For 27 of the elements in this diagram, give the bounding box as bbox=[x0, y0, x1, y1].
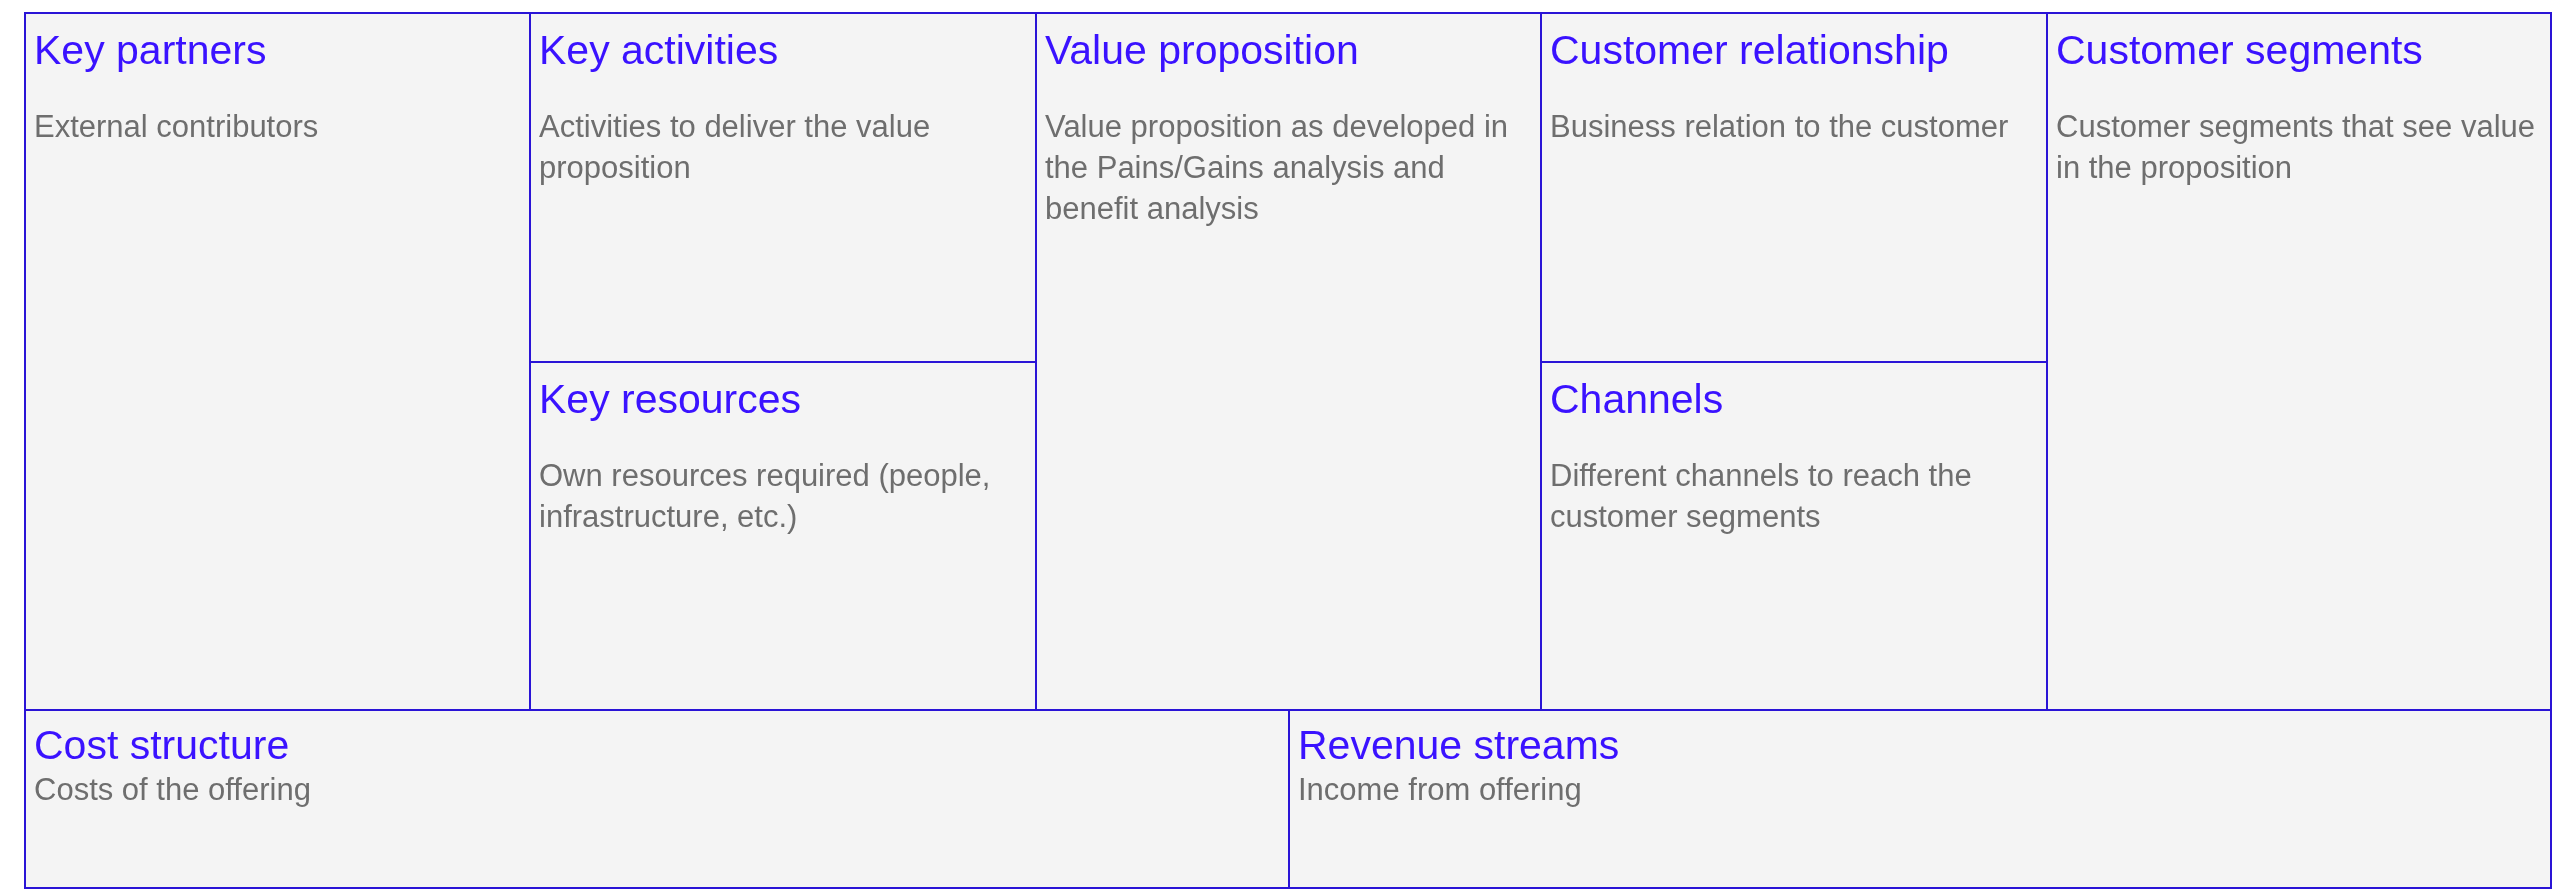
panel-title: Customer segments bbox=[2056, 26, 2423, 74]
panel-description: Value proposition as developed in the Pains/Gains analysis and benefit analysis bbox=[1045, 108, 1510, 228]
canvas-panel bbox=[1288, 709, 2552, 889]
panel-description: Own resources required (people, infrastructure, etc.) bbox=[539, 457, 992, 536]
panel-title: Value proposition bbox=[1045, 26, 1359, 74]
panel-title: Key resources bbox=[539, 375, 802, 423]
panel-description: External contributors bbox=[34, 108, 319, 146]
canvas-panel bbox=[1035, 12, 1542, 711]
canvas-panel bbox=[24, 12, 531, 711]
canvas-panel bbox=[1540, 361, 2048, 711]
canvas-panel bbox=[529, 12, 1037, 363]
panel-title: Cost structure bbox=[34, 721, 290, 769]
canvas-panel bbox=[2046, 12, 2552, 711]
panel-title: Customer relationship bbox=[1550, 26, 1949, 74]
panel-title: Key partners bbox=[34, 26, 267, 74]
panel-description: Customer segments that see value in the proposition bbox=[2056, 108, 2537, 187]
canvas-panel bbox=[1540, 12, 2048, 363]
panel-title: Revenue streams bbox=[1298, 721, 1620, 769]
canvas-panel bbox=[24, 709, 1290, 889]
panel-description: Business relation to the customer bbox=[1550, 108, 2009, 146]
canvas-panel bbox=[529, 361, 1037, 711]
panel-description: Income from offering bbox=[1298, 771, 1582, 809]
panel-description: Different channels to reach the customer segments bbox=[1550, 457, 1973, 536]
panel-description: Activities to deliver the value proposition bbox=[539, 108, 932, 187]
panel-title: Key activities bbox=[539, 26, 779, 74]
panel-description: Costs of the offering bbox=[34, 771, 311, 809]
panel-title: Channels bbox=[1550, 375, 1724, 423]
